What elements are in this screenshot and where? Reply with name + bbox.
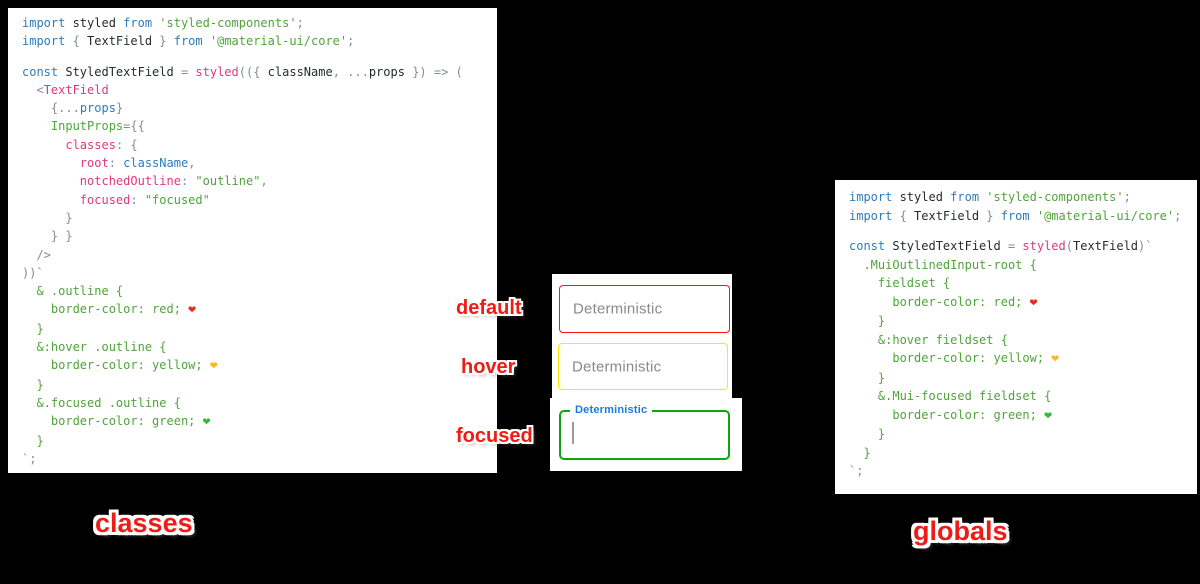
code-line: focused: "focused" [79, 192, 210, 207]
state-label-hover: hover [461, 356, 516, 378]
code-line: &:hover .outline { [22, 340, 167, 355]
state-label-default: default [456, 297, 522, 319]
textfield-hover[interactable]: Deterministic [558, 343, 728, 390]
code-line: .MuiOutlinedInput-root { [849, 257, 1037, 272]
code-line: } [849, 445, 871, 460]
code-panel-globals: import styled from 'styled-components'; i… [835, 180, 1197, 494]
code-line: border-color: yellow; ❤ [849, 351, 1060, 366]
code-line: border-color: green; ❤ [849, 407, 1052, 423]
code-line: import { TextField } from '@material-ui/… [22, 34, 355, 49]
state-label-focused: focused [456, 425, 533, 447]
heart-icon: ❤ [188, 302, 196, 318]
code-line: const StyledTextField = styled(TextField… [849, 239, 1153, 253]
code-line: root: className, [79, 156, 196, 171]
code-line: {...props} [50, 101, 124, 116]
code-line: import styled from 'styled-components'; [22, 16, 304, 30]
code-line: /> [22, 247, 51, 262]
code-line: border-color: red; ❤ [22, 302, 196, 318]
code-line: } [849, 314, 886, 328]
textfield-focused[interactable]: Deterministic [559, 404, 730, 460]
code-line: border-color: yellow; ❤ [22, 358, 218, 374]
text-cursor [572, 422, 574, 444]
code-line: border-color: red; ❤ [849, 294, 1038, 310]
heart-icon: ❤ [1044, 407, 1052, 423]
code-line: } [22, 433, 44, 448]
code-line: classes: { [65, 137, 138, 152]
code-line: `; [22, 451, 37, 466]
code-line: } [849, 427, 886, 441]
code-line: &.focused .outline { [22, 395, 181, 410]
code-line: &:hover fieldset { [849, 332, 1008, 347]
code-line: } } [22, 229, 73, 244]
code-line: InputProps={{ [50, 119, 145, 134]
caption-globals: globals [913, 516, 1008, 546]
code-panel-classes: import styled from 'styled-components'; i… [8, 8, 497, 473]
code-line: } [22, 210, 73, 225]
code-line: notchedOutline: "outline", [79, 174, 268, 189]
code-line: } [22, 321, 44, 336]
code-line: } [849, 370, 886, 385]
heart-icon: ❤ [202, 414, 211, 430]
textfield-hover-placeholder: Deterministic [572, 358, 662, 375]
heart-icon: ❤ [209, 358, 218, 374]
code-line [22, 51, 497, 63]
code-line: & .outline { [22, 284, 124, 299]
code-line: <TextField [36, 82, 109, 97]
textfield-default[interactable]: Deterministic [559, 285, 730, 333]
code-line: fieldset { [849, 276, 951, 290]
code-line: `; [849, 464, 864, 478]
code-line: border-color: green; ❤ [22, 414, 211, 430]
code-line: ))` [22, 265, 44, 280]
code-line [849, 225, 1197, 237]
code-line: const StyledTextField = styled(({ classN… [22, 64, 463, 79]
code-line: &.Mui-focused fieldset { [849, 389, 1052, 403]
textfield-focused-label: Deterministic [570, 404, 653, 416]
caption-classes: classes [95, 508, 193, 538]
code-line: } [22, 377, 44, 392]
code-line: import styled from 'styled-components'; [849, 190, 1131, 204]
heart-icon: ❤ [1029, 294, 1038, 310]
textfield-default-placeholder: Deterministic [573, 300, 663, 318]
code-line: import { TextField } from '@material-ui/… [849, 208, 1182, 223]
heart-icon: ❤ [1051, 351, 1060, 366]
